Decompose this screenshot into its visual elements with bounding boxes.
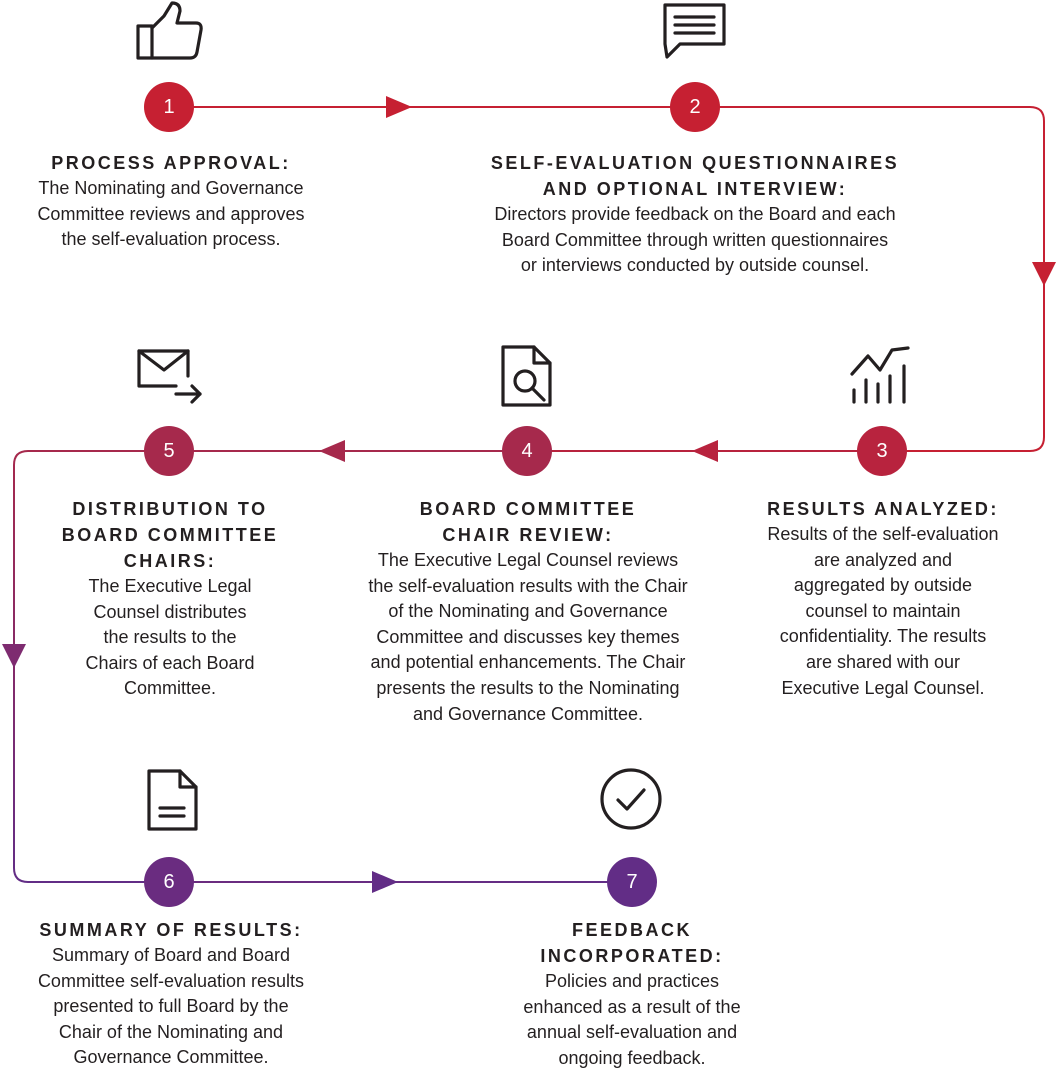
step-4-title: BOARD COMMITTEE CHAIR REVIEW: (419, 499, 637, 545)
document-search-icon (501, 345, 552, 407)
step-7-text: FEEDBACK INCORPORATED: Policies and prac… (480, 917, 784, 1071)
arrowhead-right-2 (372, 871, 398, 893)
step-6-number-badge: 6 (144, 857, 194, 907)
step-7-description: Policies and practices enhanced as a res… (523, 971, 741, 1068)
step-7-title: FEEDBACK INCORPORATED: (540, 920, 724, 966)
step-1-title: PROCESS APPROVAL: (51, 153, 291, 173)
arrowhead-down-2 (2, 644, 26, 668)
arrowhead-left-2 (319, 440, 345, 462)
mail-forward-icon (137, 349, 202, 404)
step-2-description: Directors provide feedback on the Board … (494, 204, 896, 276)
thumbs-up-icon (136, 1, 203, 60)
step-4-number-badge: 4 (502, 426, 552, 476)
step-3-text: RESULTS ANALYZED: Results of the self-ev… (730, 496, 1036, 701)
arrowhead-left-1 (692, 440, 718, 462)
checkmark-circle-icon (600, 768, 662, 830)
step-6-title: SUMMARY OF RESULTS: (39, 920, 303, 940)
step-3-description: Results of the self-evaluation are analy… (767, 524, 999, 698)
step-5-title: DISTRIBUTION TO BOARD COMMITTEE CHAIRS: (61, 499, 279, 571)
step-5-number-badge: 5 (144, 426, 194, 476)
arrowhead-right-1 (386, 96, 412, 118)
arrowhead-down-1 (1032, 262, 1056, 286)
step-6-description: Summary of Board and Board Committee sel… (37, 945, 305, 1068)
step-1-description: The Nominating and Governance Committee … (37, 178, 305, 250)
step-1-text: PROCESS APPROVAL: The Nominating and Gov… (0, 150, 342, 253)
step-2-text: SELF-EVALUATION QUESTIONNAIRES AND OPTIO… (425, 150, 965, 279)
analytics-chart-icon (850, 346, 910, 404)
step-2-number-badge: 2 (670, 82, 720, 132)
message-icon (663, 3, 726, 59)
step-1-number-badge: 1 (144, 82, 194, 132)
step-4-description: The Executive Legal Counsel reviews the … (368, 550, 688, 724)
step-2-title: SELF-EVALUATION QUESTIONNAIRES AND OPTIO… (490, 153, 900, 199)
step-5-text: DISTRIBUTION TO BOARD COMMITTEE CHAIRS: … (40, 496, 300, 702)
step-7-number-badge: 7 (607, 857, 657, 907)
document-icon (147, 769, 198, 831)
step-5-description: The Executive Legal Counsel distributes … (85, 576, 255, 699)
step-3-title: RESULTS ANALYZED: (767, 499, 999, 519)
step-3-number-badge: 3 (857, 426, 907, 476)
step-6-text: SUMMARY OF RESULTS: Summary of Board and… (0, 917, 342, 1071)
step-4-text: BOARD COMMITTEE CHAIR REVIEW: The Execut… (322, 496, 734, 727)
